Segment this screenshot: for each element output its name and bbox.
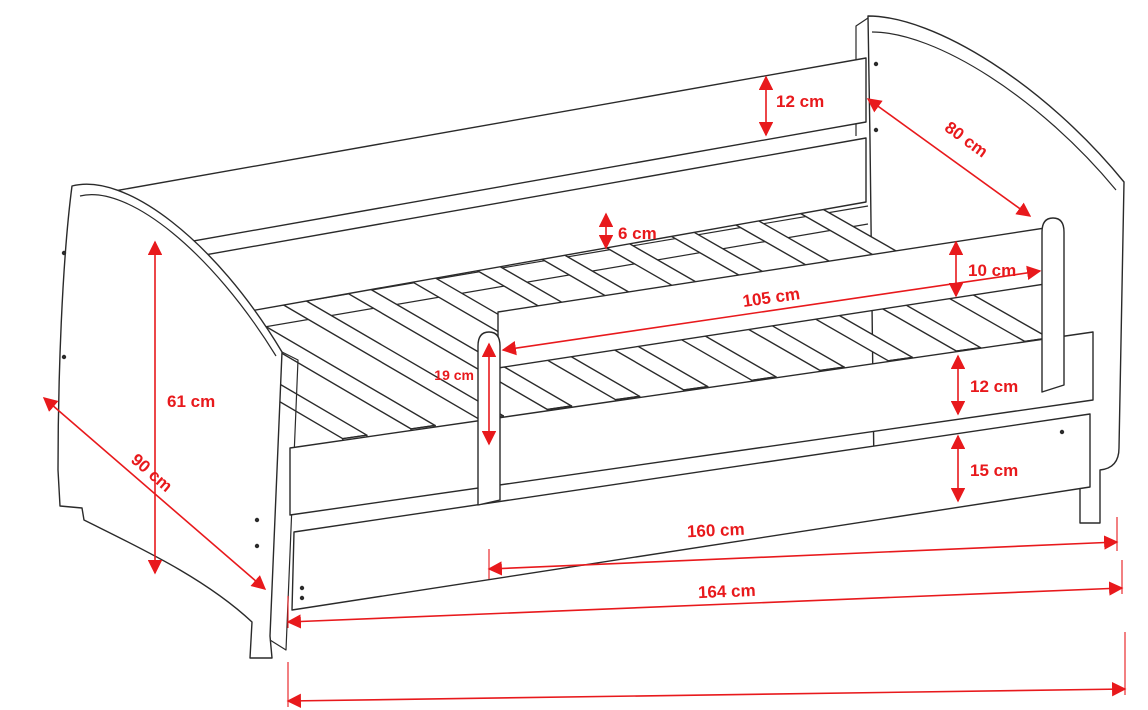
dim-side-rail-height: 12 cm — [950, 354, 1018, 416]
screw-cap — [299, 595, 305, 601]
dim-overall-length: 164 cm — [286, 560, 1127, 709]
screw-cap — [873, 127, 879, 133]
dim-guard-rail-length-arrow — [501, 265, 1042, 356]
dim-slat-height-label: 6 cm — [618, 224, 657, 243]
dim-overall-width-arrow — [42, 397, 267, 590]
dim-guard-post-height: 19 cm — [434, 342, 497, 446]
dim-inner-length-label: 160 cm — [687, 520, 745, 541]
screw-cap — [299, 585, 305, 591]
screw-cap — [1059, 429, 1065, 435]
dim-back-rail-height: 12 cm — [758, 75, 824, 137]
dim-overall-height-label: 61 cm — [167, 392, 215, 411]
dim-bed-width-arrow — [866, 98, 1032, 217]
dim-overall-length-arrow — [286, 581, 1124, 629]
dim-back-rail-height-label: 12 cm — [776, 92, 824, 111]
dim-side-rail-height-label: 12 cm — [970, 377, 1018, 396]
dim-inner-length-arrow — [487, 535, 1119, 576]
footboard-top-edge-line — [79, 194, 277, 357]
dim-inner-length: 160 cm — [487, 517, 1119, 579]
screw-cap — [254, 543, 260, 549]
dim-drawer-front-height: 15 cm — [950, 434, 1018, 503]
screw-cap — [61, 250, 67, 256]
dim-guard-post-height-label: 19 cm — [434, 367, 474, 383]
dim-drawer-front-height-label: 15 cm — [970, 461, 1018, 480]
headboard-top-edge-line — [871, 31, 1117, 191]
dim-overall-length-label: 164 cm — [698, 581, 756, 602]
screw-cap — [254, 517, 260, 523]
dim-guard-rail-height-label: 10 cm — [968, 261, 1016, 280]
screw-cap — [61, 354, 67, 360]
guard-rail-post-right — [1041, 217, 1065, 393]
dim-overall-length-floor-arrow — [286, 681, 1127, 709]
screw-cap — [873, 61, 879, 67]
dim-slat-height: 6 cm — [598, 212, 657, 250]
